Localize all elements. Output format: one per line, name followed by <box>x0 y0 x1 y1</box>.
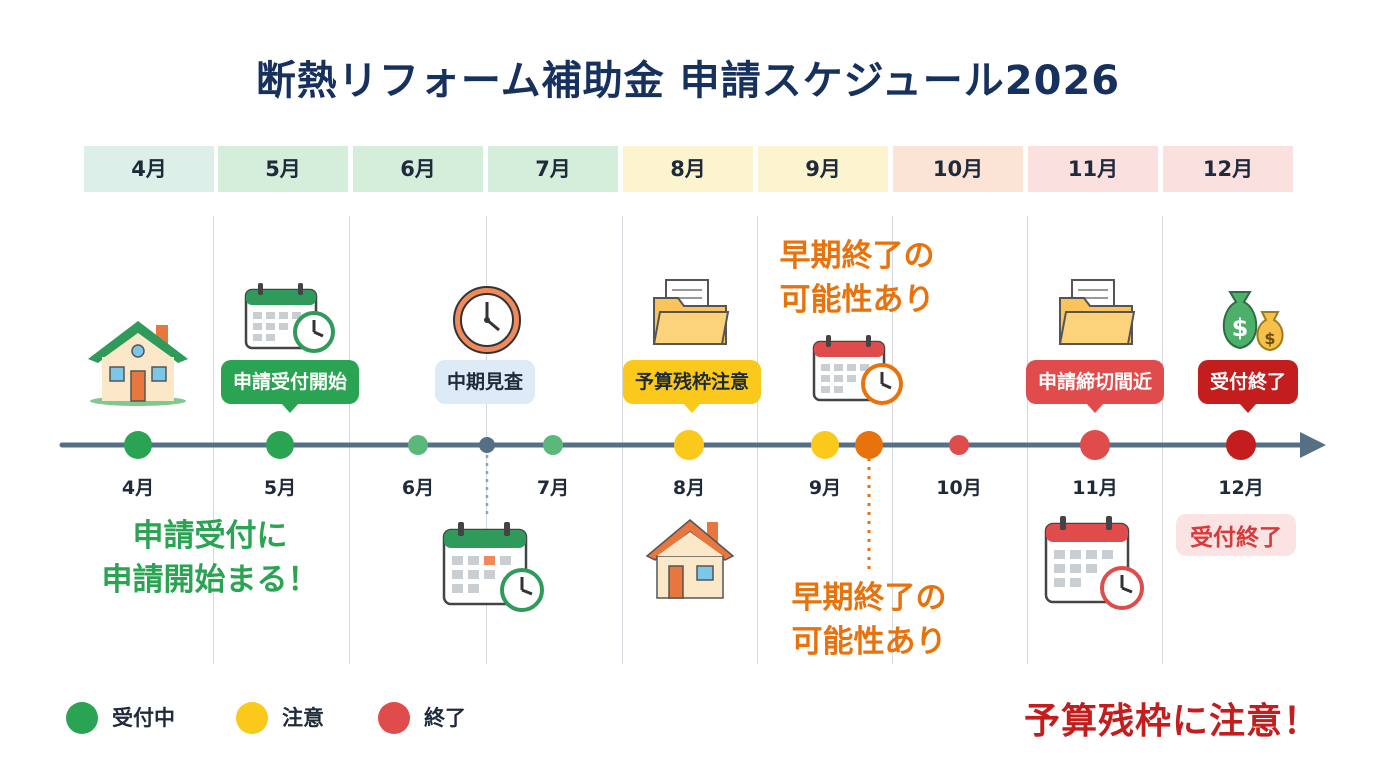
month-header-cell: 7月 <box>488 146 618 192</box>
folder-documents-icon <box>652 279 730 345</box>
timeline-tick-label: 11月 <box>1072 477 1118 499</box>
legend-label: 受付中 <box>112 706 175 730</box>
column-separator <box>349 216 350 664</box>
timeline-tick-label: 9月 <box>808 477 842 499</box>
milestone-dot-early-end <box>855 431 883 459</box>
milestone-dot-jun <box>408 435 428 455</box>
column-separator <box>757 216 758 664</box>
start-message: 申請受付に 申請開始まる！ <box>101 518 319 598</box>
column-separator <box>1162 216 1163 664</box>
calendar-clock-red-icon <box>1044 516 1144 610</box>
early-end-note-bottom: 早期終了の 可能性あり <box>791 580 947 660</box>
money-bag-icon: $ $ <box>1222 291 1284 352</box>
legend-label: 終了 <box>424 706 466 730</box>
month-header-cell: 9月 <box>758 146 888 192</box>
calendar-clock-red-icon <box>812 335 903 405</box>
column-separator <box>892 216 893 664</box>
month-header-cell: 6月 <box>353 146 483 192</box>
clock-icon <box>453 286 521 354</box>
timeline-tick-label: 10月 <box>936 477 982 499</box>
timeline-tick-label: 4月 <box>121 477 155 499</box>
month-header-cell: 10月 <box>893 146 1023 192</box>
callout-application-end: 受付終了 <box>1197 360 1299 413</box>
timeline-tick-label: 5月 <box>263 477 297 499</box>
callout-application-start: 申請受付開始 <box>220 360 360 413</box>
milestone-dot-sep <box>811 431 839 459</box>
legend-label: 注意 <box>282 706 324 730</box>
month-header-cell: 11月 <box>1028 146 1158 192</box>
page-title: 断熱リフォーム補助金 申請スケジュール2026 <box>255 58 1121 104</box>
timeline-tick-label: 7月 <box>536 477 570 499</box>
timeline-tick-label: 8月 <box>672 477 706 499</box>
column-separator <box>1027 216 1028 664</box>
house-icon <box>88 321 188 406</box>
legend-dot-yellow-icon <box>236 702 268 734</box>
column-separator <box>622 216 623 664</box>
callout-midterm-review: 中期見査 <box>434 360 536 404</box>
milestone-dot-may <box>266 431 294 459</box>
milestone-dot-apr <box>124 431 152 459</box>
milestone-dot-oct <box>949 435 969 455</box>
callout-budget-caution: 予算残枠注意 <box>622 360 762 413</box>
timeline-tick-label: 6月 <box>401 477 435 499</box>
calendar-clock-icon <box>244 283 335 353</box>
callout-deadline-near: 申請締切間近 <box>1025 360 1165 413</box>
svg-text:$: $ <box>1232 314 1249 342</box>
timeline-arrow-icon <box>1300 432 1326 458</box>
folder-documents-icon <box>1058 279 1136 345</box>
milestone-dot-aug <box>674 430 704 460</box>
month-header-cell: 5月 <box>218 146 348 192</box>
house-icon <box>645 519 735 599</box>
early-end-note-top: 早期終了の 可能性あり <box>779 238 935 318</box>
budget-warning: 予算残枠に注意！ <box>1023 701 1320 742</box>
svg-text:$: $ <box>1264 329 1275 348</box>
month-header-cell: 8月 <box>623 146 753 192</box>
legend-dot-red-icon <box>378 702 410 734</box>
milestone-dot-jul <box>543 435 563 455</box>
month-header-cell: 4月 <box>84 146 214 192</box>
milestone-dot-nov <box>1080 430 1110 460</box>
end-badge: 受付終了 <box>1176 514 1296 556</box>
milestone-dot-mid <box>479 437 495 453</box>
timeline-tick-label: 12月 <box>1218 477 1264 499</box>
legend-dot-green-icon <box>66 702 98 734</box>
column-separator <box>213 216 214 664</box>
month-header-cell: 12月 <box>1163 146 1293 192</box>
milestone-dot-dec <box>1226 430 1256 460</box>
calendar-clock-icon <box>442 522 544 612</box>
